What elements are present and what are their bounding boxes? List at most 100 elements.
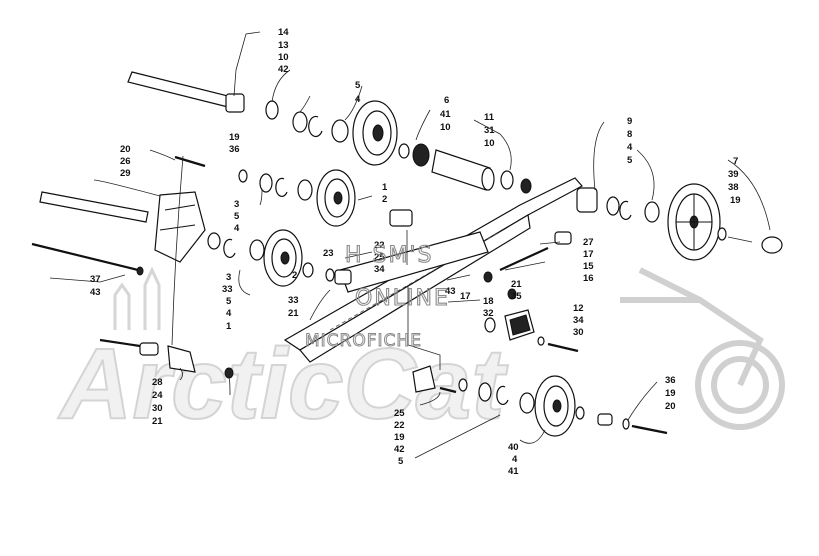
spacer-36-lower [597,413,613,426]
callout-17: 17 [583,249,594,260]
microfiche-watermark: H SM'S ONLINE MICROFICHE [305,242,450,351]
callout-4: 4 [355,94,361,105]
callout-33: 33 [288,295,299,306]
callout-26: 26 [120,156,131,167]
spacer-32 [484,317,496,333]
callout-11: 11 [484,112,495,123]
snap-ring-5-top [308,115,323,138]
callout-33: 33 [222,284,233,295]
washer-33 [325,268,335,282]
nut-21-rail [483,271,493,283]
bolt-16 [499,247,549,271]
bolt-30-left [99,338,141,348]
callout-16: 16 [583,273,594,284]
bearing-4-lower [249,239,265,261]
callout-10: 10 [278,52,289,63]
spacer-tube-11 [431,149,495,191]
washer-10-right [520,178,532,194]
callout-3: 3 [234,199,239,210]
callout-19: 19 [730,195,741,206]
callout-5: 5 [234,211,240,222]
snap-ring-5-mid [275,177,288,197]
watermark-line-3: MICROFICHE [305,331,422,351]
callout-13: 13 [278,40,289,51]
snap-ring-5-right [619,200,632,220]
callout-42: 42 [278,64,289,75]
snap-ring-33 [223,238,236,258]
callout-25: 25 [394,408,405,419]
callout-10: 10 [484,138,495,149]
callout-8: 8 [627,129,632,140]
callout-21: 21 [511,279,522,290]
callout-19: 19 [394,432,405,443]
nut-43-left [136,266,144,276]
washer-19-lower [458,378,468,392]
bearing-4-mid [297,179,313,201]
callout-21: 21 [152,416,163,427]
callout-27: 27 [583,237,594,248]
rear-axle-shaft [127,71,245,113]
callout-41: 41 [508,466,519,477]
callout-5: 5 [355,80,361,91]
spacer-36 [238,169,248,183]
callout-4: 4 [627,142,633,153]
callout-1: 1 [226,321,232,332]
spacer-9 [576,187,598,213]
callout-30: 30 [573,327,584,338]
motorcycle-watermark-icon [620,267,785,430]
callout-12: 12 [573,303,584,314]
callout-34: 34 [374,264,385,275]
idler-wheel-1-lower [263,229,303,287]
callout-1: 1 [382,182,388,193]
bearing-42 [478,382,492,402]
watermark-line-1: H SM'S [345,243,434,268]
long-bolt-37 [31,242,139,272]
callout-37: 37 [90,274,101,285]
washer-2 [302,262,314,278]
callout-40: 40 [508,442,519,453]
suspension-arm-bracket [154,191,206,263]
bolt-20 [174,155,206,168]
callout-5: 5 [398,456,404,467]
bearing-3-top [259,173,273,193]
bolt-30-right [547,342,579,353]
callout-15: 15 [583,261,594,272]
callout-14: 14 [278,27,289,38]
callout-labels: 14 13 10 42 5 4 6 41 10 11 31 10 9 8 4 5… [90,27,741,477]
spacer-13 [265,100,279,120]
spacer-23 [334,269,352,285]
idler-wheel-7 [667,183,721,261]
callout-22: 22 [394,420,405,431]
bearing-4-top [331,119,349,143]
bearing-4-bottom [519,392,535,414]
callout-18: 18 [483,296,494,307]
snap-ring-5-lower [496,385,509,405]
bolt-20-lower [631,424,668,435]
cap-7 [761,236,783,254]
bumper-block-12 [504,309,535,341]
nut-21-left [224,367,234,379]
bearing-8 [606,196,620,216]
callout-43: 43 [90,287,101,298]
washer-41-lower [575,406,585,420]
callout-41: 41 [440,109,451,120]
bearing-3-lower [207,232,221,250]
callout-20: 20 [120,144,131,155]
callout-5: 5 [627,155,633,166]
spacer-28 [139,342,159,356]
bearing-10-mid [412,143,430,167]
bearing-4-right [644,201,660,223]
callout-30: 30 [152,403,163,414]
callout-21: 21 [288,308,299,319]
callout-6: 6 [444,95,449,106]
callout-24: 24 [152,390,163,401]
watermark-line-2: ONLINE [355,286,450,311]
bearing-10-top [292,111,308,133]
idler-wheel-6 [352,100,398,166]
callout-5: 5 [226,296,232,307]
parts [31,71,783,437]
callout-3: 3 [226,272,231,283]
idler-wheel-1-upper [316,169,356,227]
slide-rail [283,177,583,363]
